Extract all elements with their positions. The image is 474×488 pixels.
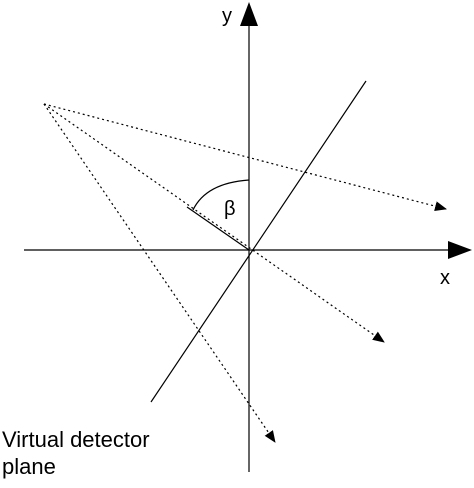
rotated-axis-segment xyxy=(186,206,250,251)
y-axis-arrowhead xyxy=(240,2,258,26)
fan-ray-lower xyxy=(43,103,276,443)
beta-angle-label: β xyxy=(224,198,236,220)
x-axis-label: x xyxy=(440,267,450,289)
fan-ray-upper xyxy=(43,103,447,212)
virtual-detector-label-line2: plane xyxy=(2,454,56,479)
x-axis-arrowhead xyxy=(448,241,472,259)
virtual-detector-label-line1: Virtual detector xyxy=(2,427,150,452)
fan-ray-central xyxy=(43,103,385,343)
virtual-detector-plane-line xyxy=(150,80,367,403)
beta-angle-arc xyxy=(192,179,250,211)
y-axis-label: y xyxy=(222,5,232,27)
